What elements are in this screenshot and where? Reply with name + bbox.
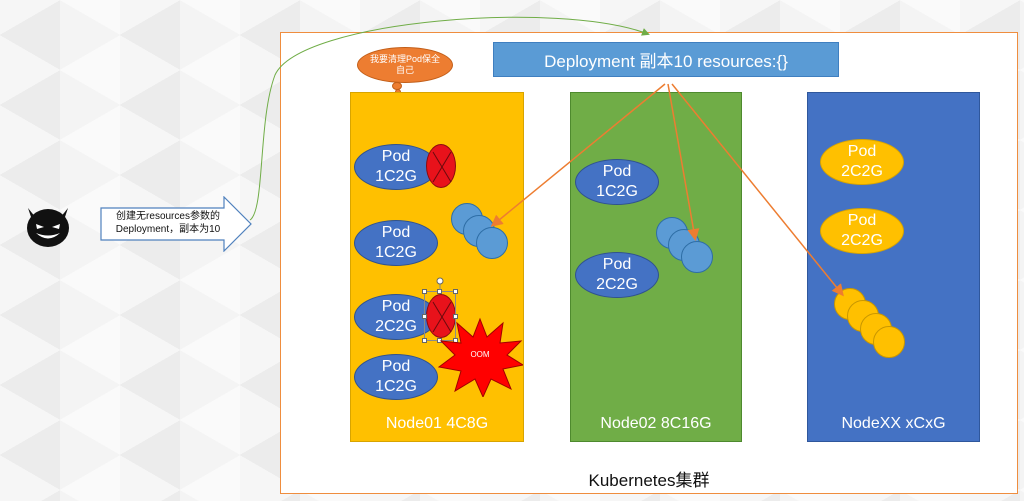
- resize-handle[interactable]: [453, 314, 458, 319]
- deployment-box: Deployment 副本10 resources:{}: [493, 42, 839, 77]
- pod-name: Pod: [381, 298, 411, 315]
- pod-spec: 1C2G: [596, 183, 638, 200]
- killed-pod-marker-selected[interactable]: [426, 294, 456, 338]
- pod-nodexx-2: Pod 2C2G: [820, 208, 904, 254]
- cluster-label: Kubernetes集群: [588, 471, 710, 490]
- command-text-line1: 创建无resources参数的: [116, 211, 220, 222]
- resize-handle[interactable]: [422, 338, 427, 343]
- node-xx-label: NodeXX xCxG: [841, 415, 946, 432]
- resize-handle[interactable]: [422, 289, 427, 294]
- pending-pod-ball: [476, 227, 508, 259]
- pod-spec: 2C2G: [841, 163, 883, 180]
- deployment-label: Deployment 副本10 resources:{}: [544, 52, 788, 71]
- pod-name: Pod: [847, 212, 877, 229]
- pod-node02-2: Pod 2C2G: [575, 252, 659, 298]
- command-text: 创建无resources参数的 Deployment，副本为10: [104, 210, 232, 236]
- pod-spec: 2C2G: [375, 318, 417, 335]
- pod-name: Pod: [847, 143, 877, 160]
- pod-spec: 1C2G: [375, 244, 417, 261]
- pod-name: Pod: [381, 148, 411, 165]
- pending-pod-ball: [873, 326, 905, 358]
- pod-name: Pod: [602, 256, 632, 273]
- oom-explosion-icon: [437, 317, 523, 397]
- pod-spec: 1C2G: [375, 378, 417, 395]
- pod-node02-1: Pod 1C2G: [575, 159, 659, 205]
- pod-name: Pod: [602, 163, 632, 180]
- pod-nodexx-1: Pod 2C2G: [820, 139, 904, 185]
- pod-spec: 2C2G: [596, 276, 638, 293]
- pod-spec: 2C2G: [841, 232, 883, 249]
- command-text-line2: Deployment，副本为10: [115, 224, 221, 235]
- pod-node01-4: Pod 1C2G: [354, 354, 438, 400]
- resize-handle[interactable]: [437, 338, 442, 343]
- oom-label: OOM: [470, 350, 490, 359]
- killed-pod-marker: [426, 144, 456, 188]
- pod-node01-2: Pod 1C2G: [354, 220, 438, 266]
- resize-handle[interactable]: [437, 289, 442, 294]
- pod-spec: 1C2G: [375, 168, 417, 185]
- devil-icon: [27, 208, 69, 247]
- cross-icon: [432, 301, 452, 333]
- cross-icon: [432, 151, 452, 183]
- pod-name: Pod: [381, 224, 411, 241]
- pending-pod-ball: [681, 241, 713, 273]
- resize-handle[interactable]: [422, 314, 427, 319]
- speech-bubble: 我要清理Pod保全自己: [357, 47, 453, 83]
- resize-handle[interactable]: [453, 289, 458, 294]
- node-02-label: Node02 8C16G: [600, 415, 712, 432]
- pod-name: Pod: [381, 358, 411, 375]
- speech-bubble-text: 我要清理Pod保全自己: [370, 54, 441, 75]
- command-arrow-shape: [100, 196, 252, 252]
- node-01-label: Node01 4C8G: [385, 415, 489, 432]
